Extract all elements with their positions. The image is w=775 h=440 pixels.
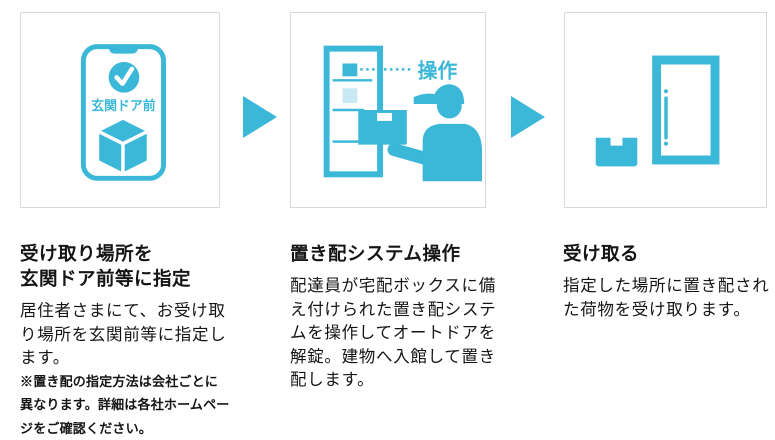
courier-arm xyxy=(394,150,426,159)
courier-cap xyxy=(414,84,464,104)
door-with-package-icon xyxy=(565,13,766,207)
package-box-icon xyxy=(596,138,638,167)
door-icon xyxy=(657,60,715,160)
step1-note: ※置き配の指定方法は会社ごとに 異なります。詳細は各社ホームペー ジをご確認くだ… xyxy=(20,370,268,440)
step3-text-block: 受け取る 指定した場所に置き配され た荷物を受け取ります。 xyxy=(563,243,775,321)
courier-icon xyxy=(394,84,482,181)
step1-heading: 受け取り場所を 玄関ドア前等に指定 xyxy=(20,243,268,293)
step1-body: 居住者さまにて、お受け取 り場所を玄関前等に指定し ます。 xyxy=(20,299,268,370)
phone-notch xyxy=(109,45,138,54)
courier-body xyxy=(423,124,482,181)
step1-illustration-panel: 玄関ドア前 xyxy=(20,12,220,208)
package-cube-icon xyxy=(99,120,147,172)
step2-heading: 置き配システム操作 xyxy=(290,243,508,268)
check-icon xyxy=(109,62,140,93)
step3-body: 指定した場所に置き配され た荷物を受け取ります。 xyxy=(563,274,775,321)
courier-delivery-box-icon: 操作 xyxy=(291,13,485,207)
step2-body: 配達員が宅配ボックスに備 え付けられた置き配システ ムを操作してオートドアを 解… xyxy=(290,274,508,392)
arrow-right-icon xyxy=(511,96,545,138)
step2-illustration-panel: 操作 xyxy=(290,12,486,208)
step3-illustration-panel xyxy=(564,12,767,208)
step1-text-block: 受け取り場所を 玄関ドア前等に指定 居住者さまにて、お受け取 り場所を玄関前等に… xyxy=(20,243,268,440)
step3-heading: 受け取る xyxy=(563,243,775,268)
locker-control-panel xyxy=(342,63,357,76)
arrow-right-icon xyxy=(243,96,277,138)
operation-callout-label: 操作 xyxy=(418,59,458,82)
step2-text-block: 置き配システム操作 配達員が宅配ボックスに備 え付けられた置き配システ ムを操作… xyxy=(290,243,508,392)
phone-screen-label: 玄関ドア前 xyxy=(91,98,155,113)
package-box-icon xyxy=(358,110,407,145)
smartphone-icon: 玄関ドア前 xyxy=(21,13,219,207)
